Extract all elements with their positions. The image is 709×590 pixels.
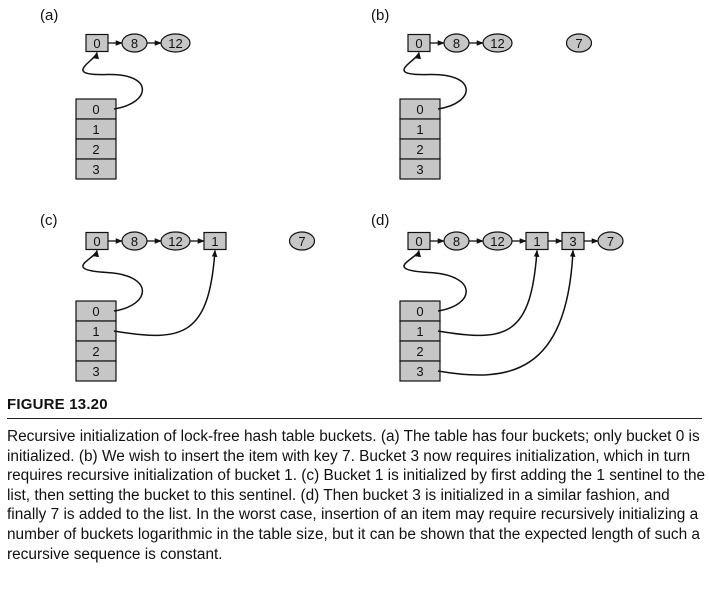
bucket-index: 1 <box>92 324 99 339</box>
node-key: 7 <box>607 234 614 249</box>
pending-item-key: 7 <box>298 234 305 249</box>
bucket-index: 3 <box>92 364 99 379</box>
pending-item-key: 7 <box>575 36 582 51</box>
node-key: 1 <box>533 234 540 249</box>
node-key: 3 <box>569 234 576 249</box>
figure-title: FIGURE 13.20 <box>7 396 108 413</box>
bucket-index: 1 <box>92 122 99 137</box>
bucket-index: 2 <box>416 142 423 157</box>
bucket-index: 0 <box>416 304 423 319</box>
bucket-pointer <box>437 249 540 337</box>
node-key: 8 <box>131 36 138 51</box>
bucket-pointer <box>403 51 467 110</box>
bucket-index: 2 <box>416 344 423 359</box>
node-key: 12 <box>490 36 504 51</box>
node-key: 12 <box>168 234 182 249</box>
bucket-pointer <box>113 249 218 337</box>
node-key: 0 <box>93 36 100 51</box>
node-key: 1 <box>211 234 218 249</box>
node-key: 12 <box>490 234 504 249</box>
figure-caption: Recursive initialization of lock-free ha… <box>7 428 706 563</box>
bucket-index: 3 <box>416 364 423 379</box>
panel-label: (d) <box>371 212 389 229</box>
pending-item-node <box>288 231 316 251</box>
node-key: 8 <box>453 234 460 249</box>
panel-label: (c) <box>40 212 58 229</box>
bucket-index: 3 <box>416 162 423 177</box>
title-divider <box>7 418 702 419</box>
bucket-index: 2 <box>92 344 99 359</box>
bucket-cell <box>399 158 441 180</box>
bucket-index: 3 <box>92 162 99 177</box>
bucket-index: 1 <box>416 122 423 137</box>
bucket-index: 0 <box>92 102 99 117</box>
bucket-pointer <box>82 51 144 110</box>
node-key: 8 <box>131 234 138 249</box>
node-key: 0 <box>415 36 422 51</box>
node-key: 12 <box>168 36 182 51</box>
panel-label: (b) <box>371 7 389 24</box>
bucket-cell <box>75 158 117 180</box>
panel-label: (a) <box>40 7 58 24</box>
bucket-pointer <box>82 249 144 312</box>
bucket-index: 0 <box>92 304 99 319</box>
bucket-cell <box>75 360 117 382</box>
bucket-pointer <box>403 249 467 312</box>
pending-item-node <box>565 33 593 53</box>
node-key: 0 <box>415 234 422 249</box>
bucket-pointer <box>437 249 576 376</box>
node-key: 8 <box>453 36 460 51</box>
bucket-index: 1 <box>416 324 423 339</box>
node-key: 0 <box>93 234 100 249</box>
bucket-index: 0 <box>416 102 423 117</box>
bucket-index: 2 <box>92 142 99 157</box>
